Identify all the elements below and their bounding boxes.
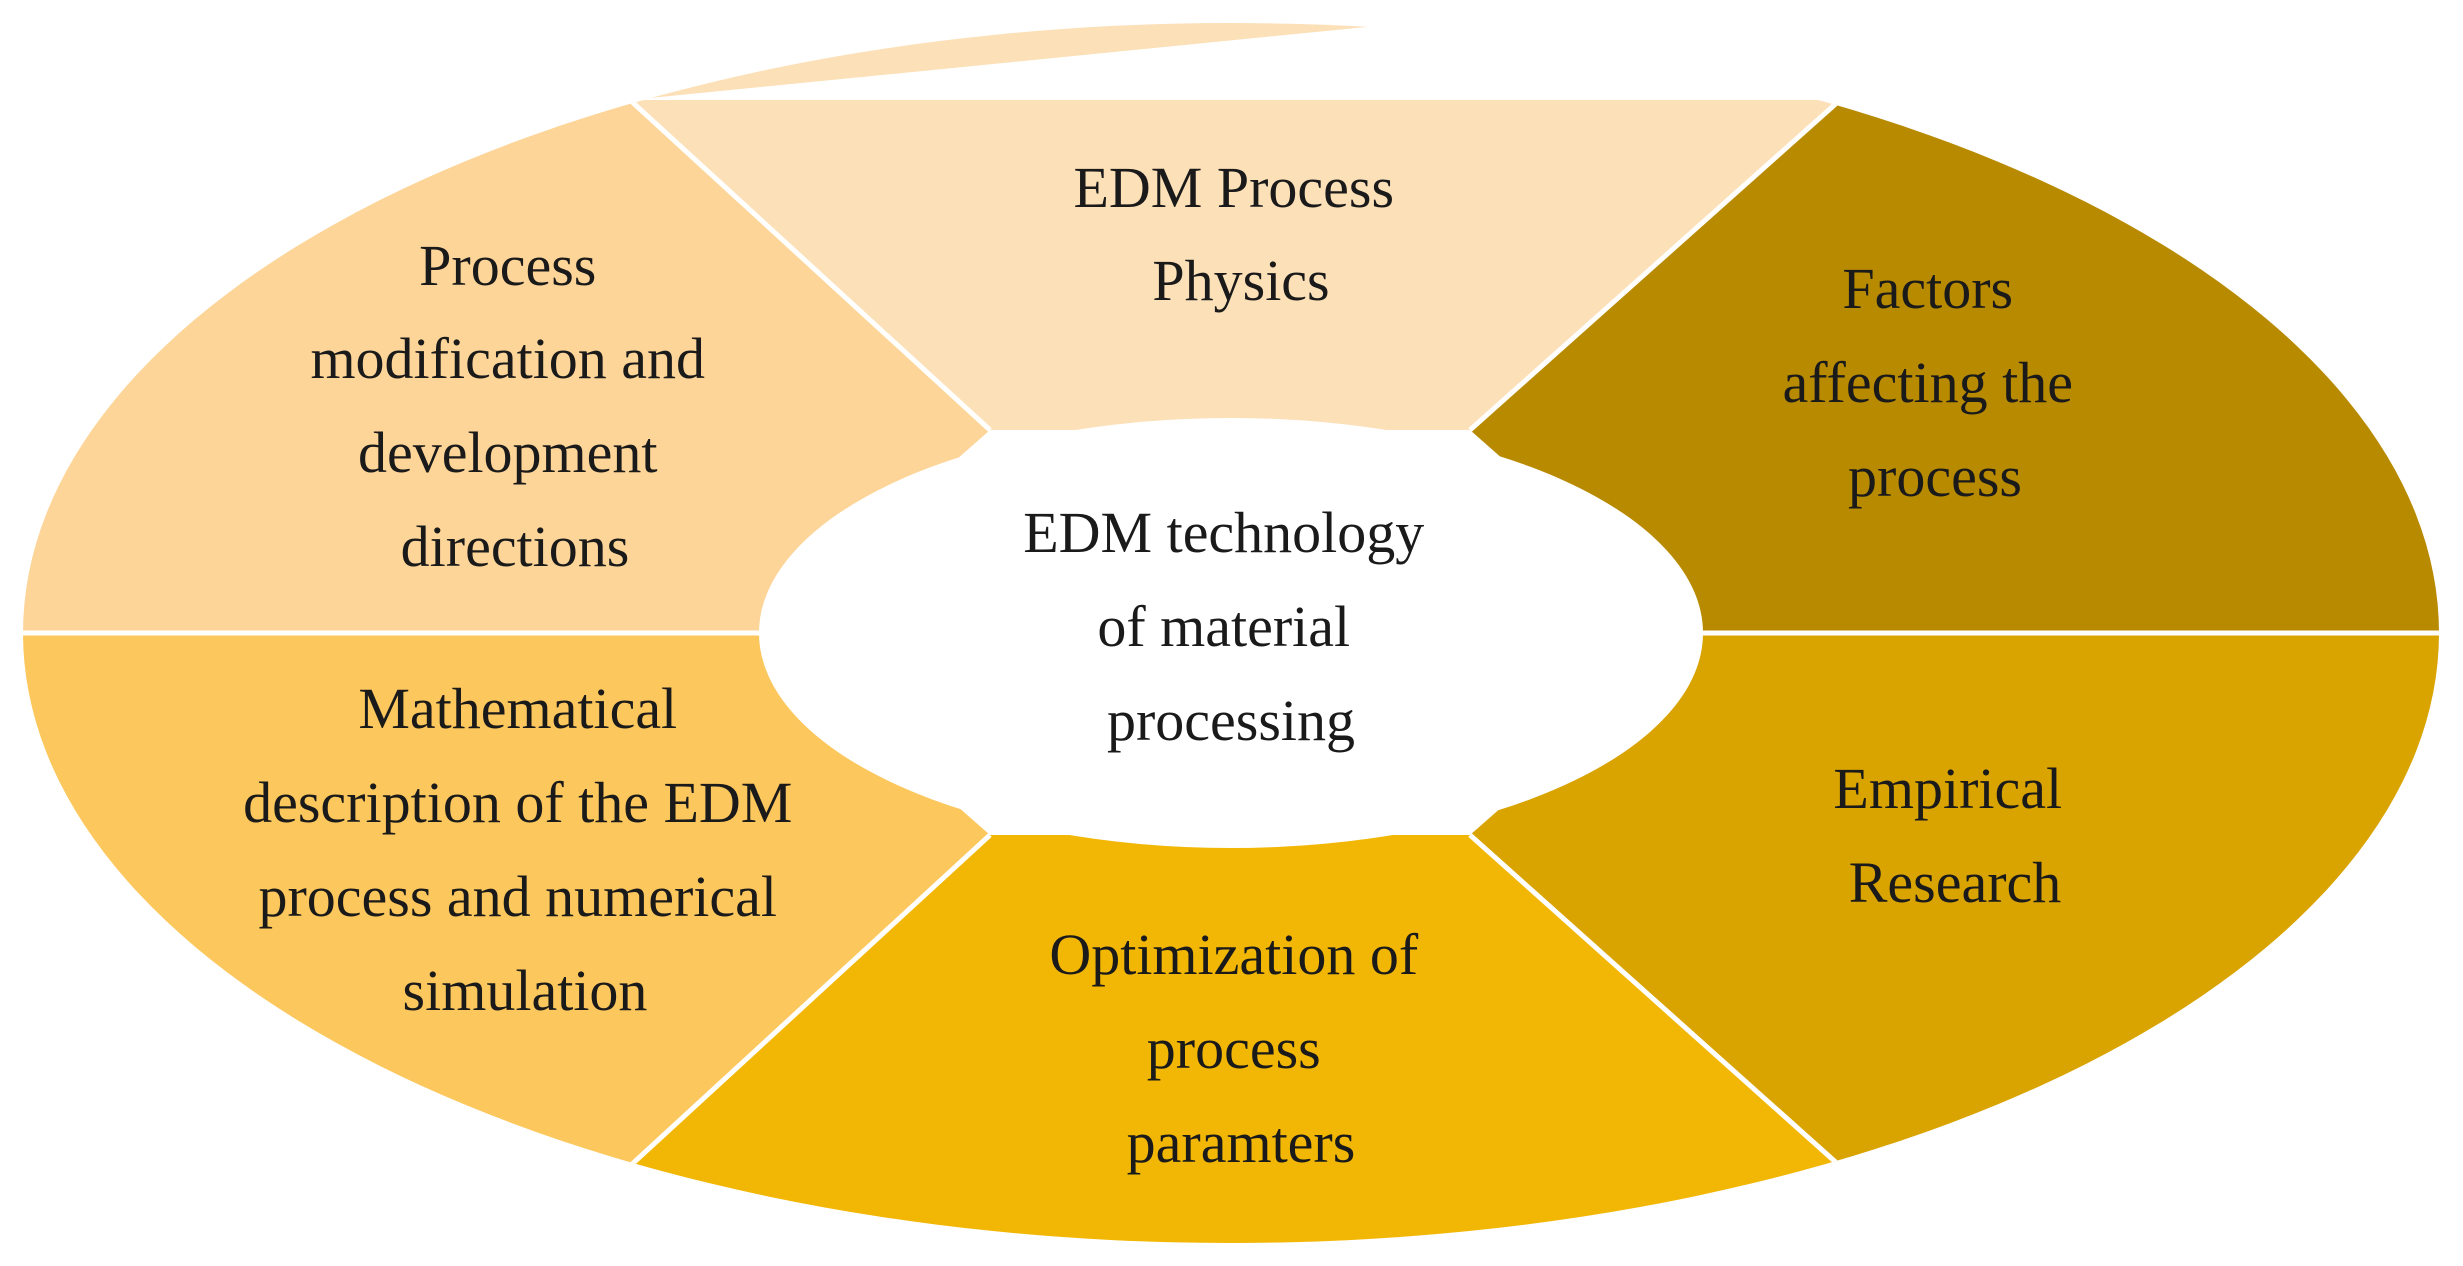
label-process-modification: Process modification and development dir… xyxy=(310,233,719,579)
divider-bottom-left xyxy=(628,833,992,1168)
center-label-line: EDM technology xyxy=(1023,500,1424,565)
label-line: Physics xyxy=(1152,248,1329,313)
label-line: Process xyxy=(419,233,596,298)
label-process-physics: EDM Process Physics xyxy=(1073,155,1408,313)
segment-optimization xyxy=(630,835,1840,1243)
center-label-line: of material xyxy=(1097,594,1350,659)
label-line: description of the EDM xyxy=(243,770,792,835)
label-line: modification and xyxy=(310,326,705,391)
label-line: EDM Process xyxy=(1073,155,1394,220)
center-label-line: processing xyxy=(1107,688,1355,753)
divider-top-left xyxy=(628,98,992,432)
label-mathematical-description: Mathematical description of the EDM proc… xyxy=(243,676,807,1023)
label-line: Optimization of xyxy=(1049,922,1419,987)
segment-process-physics xyxy=(630,23,1840,430)
label-line: process xyxy=(1848,444,2022,509)
label-line: simulation xyxy=(403,958,648,1023)
label-line: Empirical xyxy=(1833,756,2062,821)
label-line: paramters xyxy=(1127,1110,1356,1175)
label-line: directions xyxy=(401,514,630,579)
label-line: development xyxy=(358,420,658,485)
label-line: process and numerical xyxy=(258,864,777,929)
label-factors-affecting: Factors affecting the process xyxy=(1783,256,2088,509)
label-empirical-research: Empirical Research xyxy=(1833,756,2076,915)
label-line: Factors xyxy=(1842,256,2013,321)
label-line: affecting the xyxy=(1783,350,2073,415)
divider-bottom-right xyxy=(1468,833,1842,1168)
divider-top-right xyxy=(1468,98,1842,432)
label-optimization: Optimization of process paramters xyxy=(1049,922,1432,1175)
label-line: Research xyxy=(1849,850,2062,915)
label-line: process xyxy=(1147,1016,1321,1081)
label-line: Mathematical xyxy=(358,676,677,741)
center-label: EDM technology of material processing xyxy=(1023,500,1439,753)
center-hub xyxy=(759,418,1703,848)
